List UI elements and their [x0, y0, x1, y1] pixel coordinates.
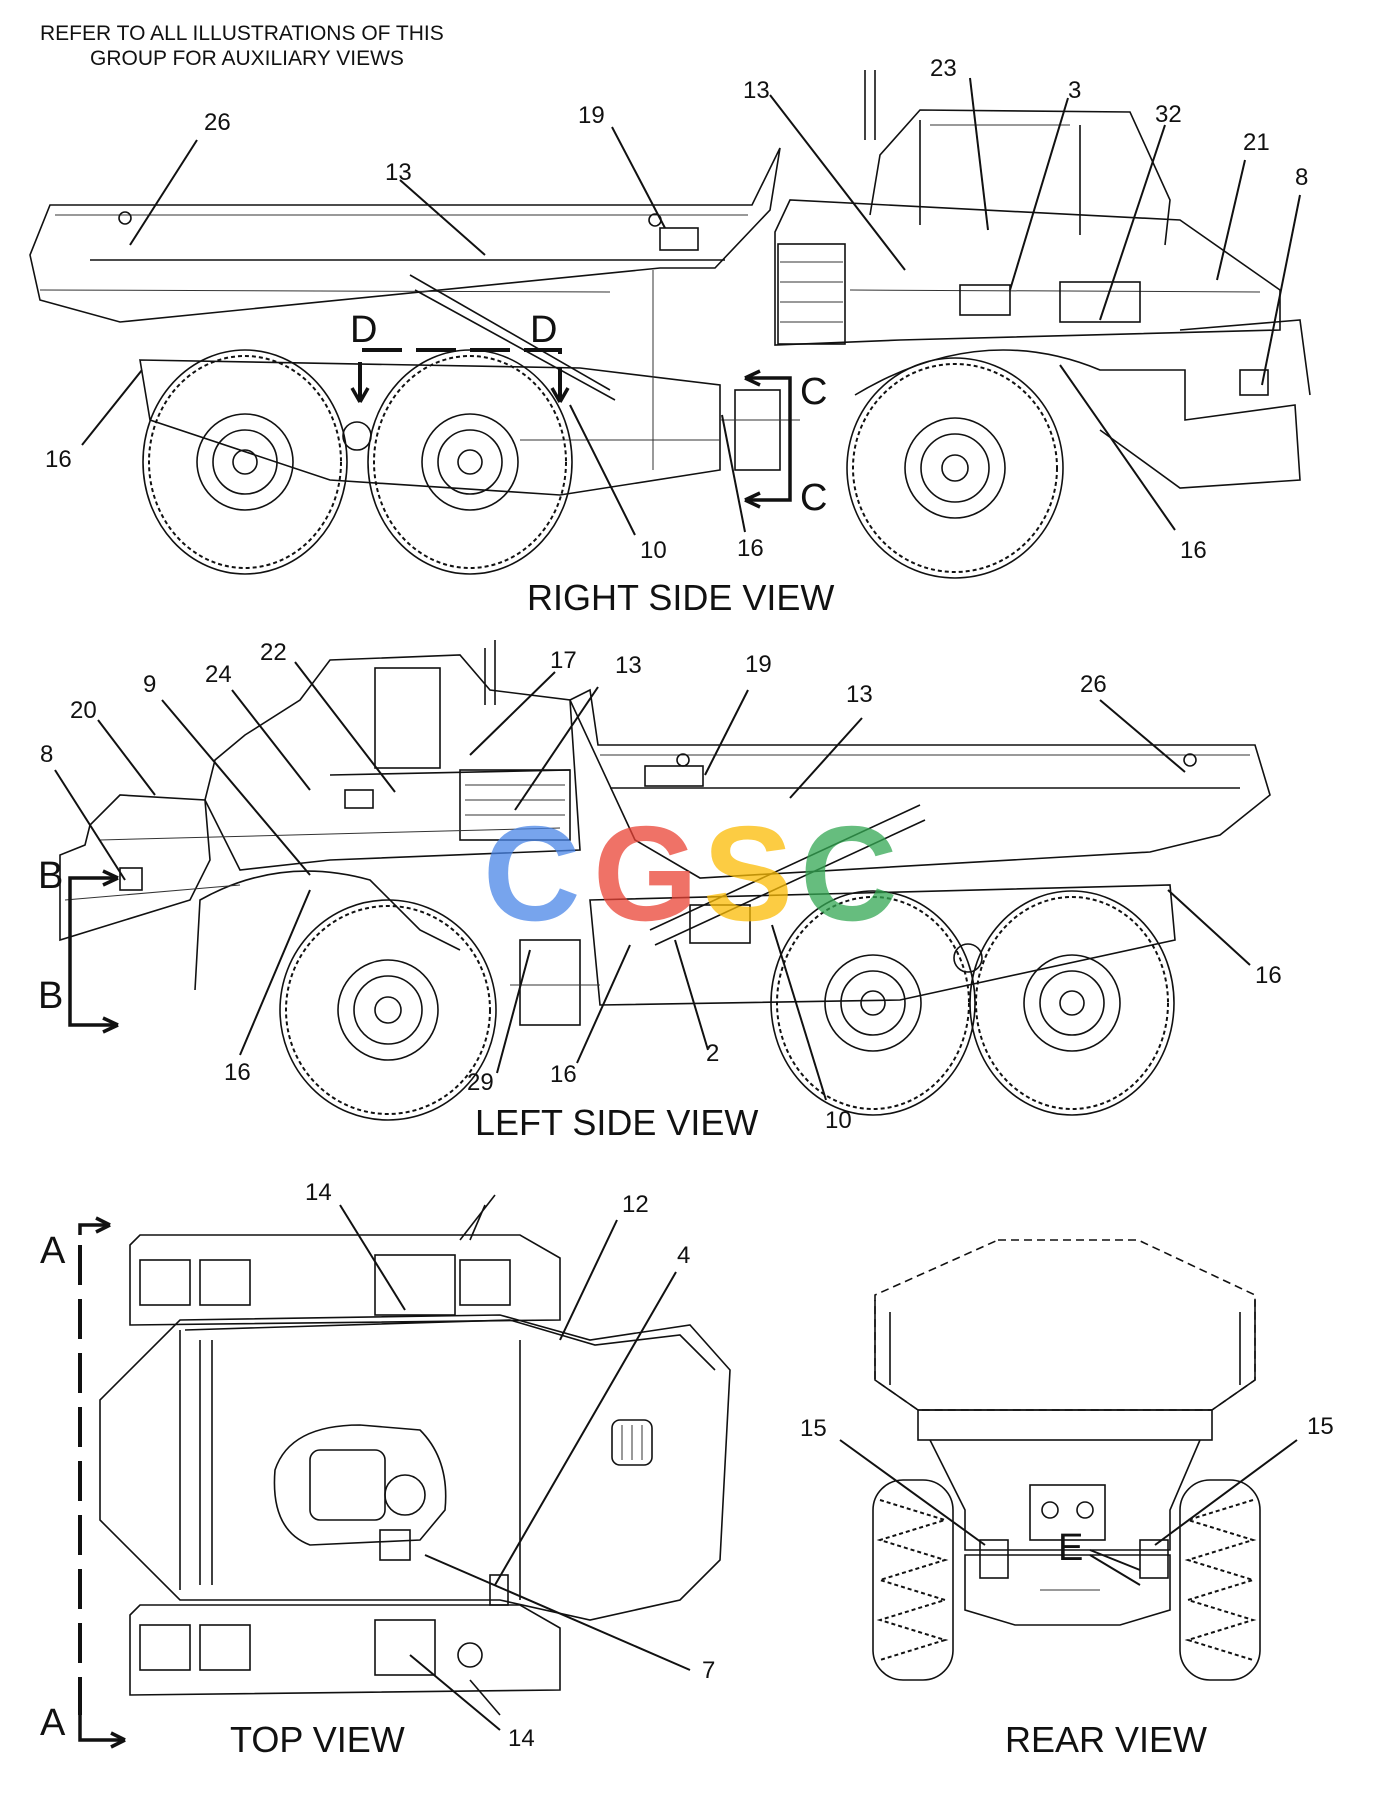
- callout-26: 26: [1080, 671, 1107, 698]
- section-b-marker: B B: [38, 855, 119, 1034]
- callout-17: 17: [550, 647, 577, 674]
- callout-13: 13: [385, 159, 412, 186]
- section-marker-c-bottom: C: [800, 477, 827, 519]
- callout-8: 8: [40, 741, 53, 768]
- watermark-letter-g: G: [593, 798, 698, 949]
- view-title-rear: REAR VIEW: [1005, 1719, 1207, 1760]
- callout-15: 15: [1307, 1413, 1334, 1440]
- callout-16: 16: [737, 535, 764, 562]
- callout-23: 23: [930, 55, 957, 82]
- rear-view-labels: 15 15: [800, 1413, 1334, 1442]
- section-marker-b-bottom: B: [38, 975, 63, 1017]
- left-view-labels: 22 17 13 19 13 26 9 24 20 8 16 16 29 16 …: [40, 639, 1282, 1134]
- view-title-top: TOP VIEW: [230, 1719, 405, 1760]
- section-a-marker: A A: [40, 1216, 126, 1749]
- callout-24: 24: [205, 661, 232, 688]
- callout-12: 12: [622, 1191, 649, 1218]
- section-marker-a-bottom: A: [40, 1702, 66, 1744]
- callout-10: 10: [640, 537, 667, 564]
- section-marker-a-top: A: [40, 1230, 66, 1272]
- right-view-labels: 26 13 19 13 23 3 32 21 8 16 10 16 16: [45, 55, 1308, 564]
- cgsc-watermark: C G S C: [483, 798, 898, 949]
- callout-19: 19: [745, 651, 772, 678]
- callout-21: 21: [1243, 129, 1270, 156]
- section-d-marker: D D: [350, 309, 570, 403]
- callout-22: 22: [260, 639, 287, 666]
- callout-10: 10: [825, 1107, 852, 1134]
- callout-13: 13: [743, 77, 770, 104]
- section-marker-b-top: B: [38, 855, 63, 897]
- rear-view-drawing: [872, 1239, 1261, 1681]
- view-title-right: RIGHT SIDE VIEW: [527, 577, 834, 618]
- note-line-1: REFER TO ALL ILLUSTRATIONS OF THIS: [40, 22, 444, 45]
- callout-15: 15: [800, 1415, 827, 1442]
- right-side-view-drawing: [29, 70, 1311, 579]
- section-e-marker: E: [1058, 1527, 1141, 1586]
- section-marker-c-top: C: [800, 371, 827, 413]
- note-line-2: GROUP FOR AUXILIARY VIEWS: [90, 47, 404, 70]
- section-marker-d-right: D: [530, 309, 557, 351]
- callout-9: 9: [143, 671, 156, 698]
- callout-29: 29: [467, 1069, 494, 1096]
- callout-26: 26: [204, 109, 231, 136]
- watermark-letter-s: S: [703, 798, 793, 949]
- callout-19: 19: [578, 102, 605, 129]
- watermark-letter-c2: C: [800, 798, 898, 949]
- section-marker-d-left: D: [350, 309, 377, 351]
- callout-7: 7: [702, 1657, 715, 1684]
- section-c-marker: C C: [744, 369, 827, 519]
- left-view-leaders: [54, 661, 1251, 1101]
- callout-16: 16: [224, 1059, 251, 1086]
- right-view-leaders: [81, 77, 1301, 536]
- callout-13: 13: [615, 652, 642, 679]
- rear-view-leaders: [839, 1439, 1298, 1546]
- left-side-view-drawing: [59, 640, 1271, 1121]
- view-title-left: LEFT SIDE VIEW: [475, 1102, 758, 1143]
- callout-16: 16: [45, 446, 72, 473]
- callout-14: 14: [305, 1179, 332, 1206]
- callout-16: 16: [1180, 537, 1207, 564]
- callout-14: 14: [508, 1725, 535, 1752]
- top-view-labels: 14 12 4 7 14: [305, 1179, 715, 1752]
- callout-2: 2: [706, 1040, 719, 1067]
- top-view-drawing: [99, 1194, 731, 1716]
- callout-16: 16: [1255, 962, 1282, 989]
- top-view-leaders: [339, 1204, 691, 1731]
- watermark-letter-c: C: [483, 798, 581, 949]
- callout-3: 3: [1068, 77, 1081, 104]
- callout-20: 20: [70, 697, 97, 724]
- callout-16: 16: [550, 1061, 577, 1088]
- callout-13: 13: [846, 681, 873, 708]
- callout-32: 32: [1155, 101, 1182, 128]
- section-marker-e: E: [1058, 1527, 1083, 1569]
- callout-4: 4: [677, 1242, 690, 1269]
- callout-8: 8: [1295, 164, 1308, 191]
